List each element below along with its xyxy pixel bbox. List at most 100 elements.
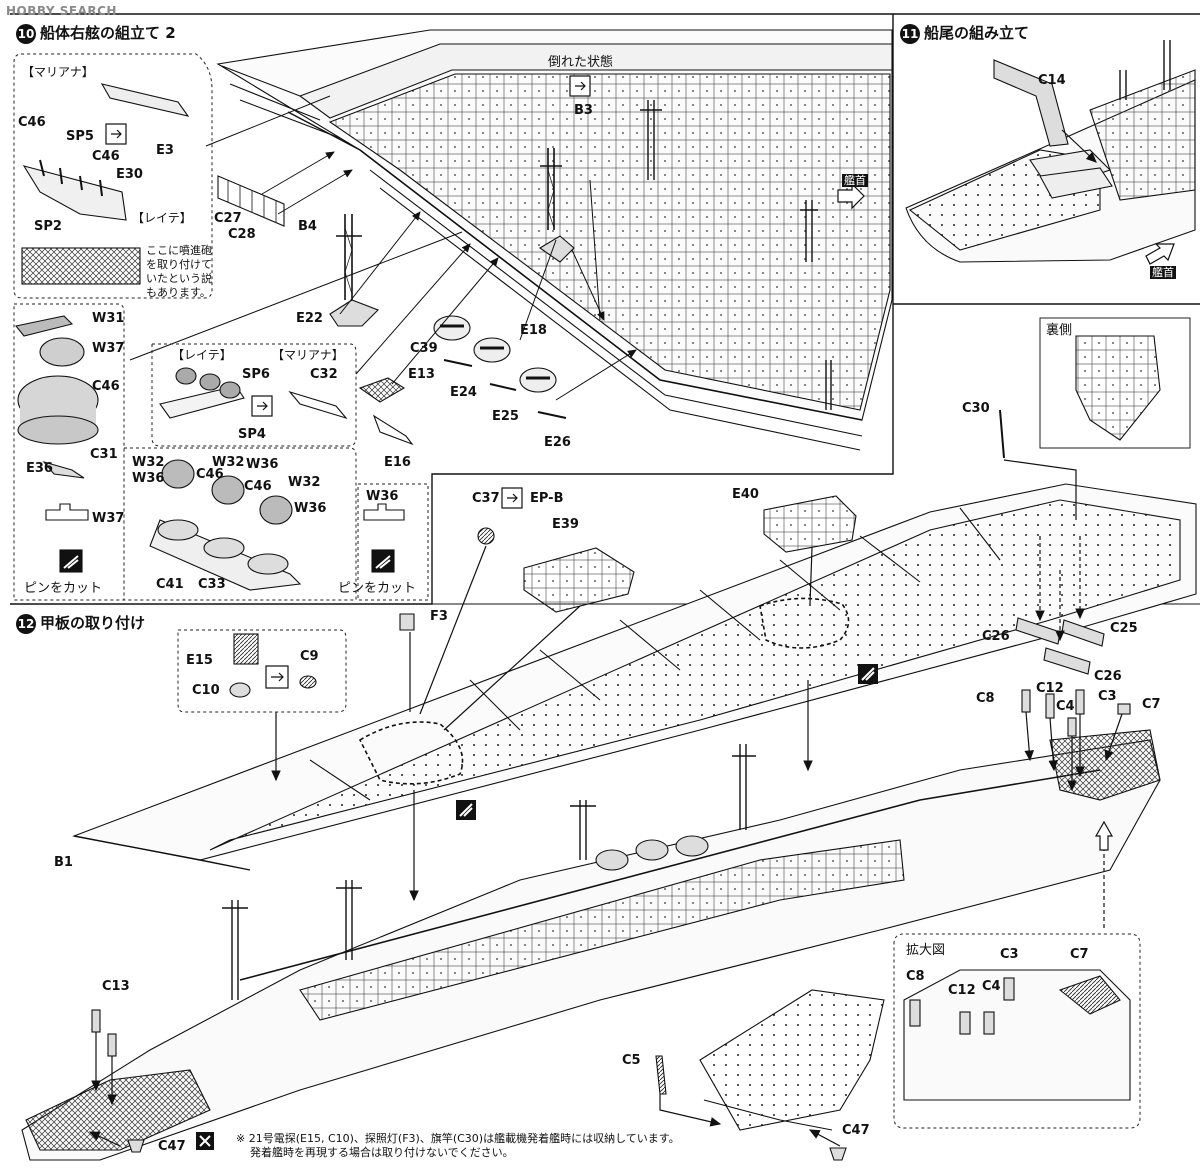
- variant-leyte-2: 【レイテ】: [172, 348, 232, 362]
- part-label-SP4: SP4: [238, 427, 266, 442]
- part-label-C3: C3: [1000, 947, 1019, 962]
- enlarged-view-label: 拡大図: [906, 943, 946, 958]
- part-label-W36: W36: [366, 489, 399, 504]
- step12-hull: [21, 335, 1197, 1161]
- dashed-subareas: [13, 53, 1191, 1129]
- step11-stern: [905, 40, 1196, 263]
- part-label-C8: C8: [906, 969, 925, 984]
- step12-cut-icons: [196, 664, 878, 1150]
- part-label-E39: E39: [552, 517, 579, 532]
- step11-arrows: [1061, 129, 1097, 163]
- step12-number: 12: [16, 613, 36, 634]
- footer-note-line-2: 発着艦時を再現する場合は取り付けないでください。: [250, 1146, 514, 1159]
- part-label-W36: W36: [246, 457, 279, 472]
- part-label-W36: W36: [132, 471, 165, 486]
- part-label-C25: C25: [1110, 621, 1138, 636]
- part-label-E24: E24: [450, 385, 477, 400]
- part-label-C47: C47: [842, 1123, 870, 1138]
- part-label-SP2: SP2: [34, 219, 62, 234]
- part-label-C8: C8: [976, 691, 995, 706]
- part-label-W32: W32: [288, 475, 321, 490]
- footer-note: ※ 21号電探(E15, C10)、探照灯(F3)、旗竿(C30)は艦載機発着艦…: [236, 1132, 680, 1160]
- part-label-B1: B1: [54, 855, 73, 870]
- part-label-C28: C28: [228, 227, 256, 242]
- variant-mariana: 【マリアナ】: [22, 65, 94, 79]
- part-label-C5: C5: [622, 1053, 641, 1068]
- mortar-note-line-3: いたという説: [146, 272, 212, 285]
- part-label-C27: C27: [214, 211, 242, 226]
- part-label-C32: C32: [310, 367, 338, 382]
- part-label-E36: E36: [26, 461, 53, 476]
- step11-number: 11: [900, 23, 920, 44]
- part-label-C14: C14: [1038, 73, 1066, 88]
- part-label-C46: C46: [244, 479, 272, 494]
- step10-number: 10: [16, 23, 36, 44]
- pin-cut-note-1: ピンをカット: [24, 581, 103, 596]
- part-label-C37: C37: [472, 491, 500, 506]
- mortar-note-line-2: を取り付けて: [146, 258, 212, 271]
- bow-direction-arrows: [837, 182, 1175, 265]
- part-label-C46: C46: [18, 115, 46, 130]
- part-label-W32: W32: [132, 455, 165, 470]
- part-label-W37: W37: [92, 511, 125, 526]
- step12-title-text: 甲板の取り付け: [40, 614, 146, 632]
- part-label-C12: C12: [1036, 681, 1064, 696]
- part-label-C46: C46: [196, 467, 224, 482]
- mortar-note-line-1: ここに噴進砲: [146, 244, 212, 257]
- part-label-C46: C46: [92, 379, 120, 394]
- fallen-state-note: 倒れた状態: [548, 55, 614, 70]
- part-label-C41: C41: [156, 577, 184, 592]
- part-label-W32: W32: [212, 455, 245, 470]
- part-label-W37: W37: [92, 341, 125, 356]
- part-label-E40: E40: [732, 487, 759, 502]
- part-label-E18: E18: [520, 323, 547, 338]
- part-label-C47: C47: [158, 1139, 186, 1154]
- pin-cut-note-2: ピンをカット: [338, 581, 417, 596]
- part-label-E15: E15: [186, 653, 213, 668]
- watermark: HOBBY SEARCH: [6, 4, 117, 18]
- part-label-E26: E26: [544, 435, 571, 450]
- part-label-W36: W36: [294, 501, 327, 516]
- part-label-E30: E30: [116, 167, 143, 182]
- enlarge-arrow: [1094, 820, 1114, 851]
- part-label-C4: C4: [1056, 699, 1075, 714]
- part-label-C13: C13: [102, 979, 130, 994]
- part-label-C31: C31: [90, 447, 118, 462]
- part-label-C33: C33: [198, 577, 226, 592]
- step11-title-text: 船尾の組み立て: [924, 24, 1030, 42]
- mortar-note-line-4: もあります。: [146, 286, 211, 299]
- reverse-side-label: 裏側: [1046, 323, 1073, 338]
- part-label-E13: E13: [408, 367, 435, 382]
- part-label-C9: C9: [300, 649, 319, 664]
- part-label-C12: C12: [948, 983, 976, 998]
- part-label-C7: C7: [1070, 947, 1089, 962]
- step10-arrows: [129, 95, 637, 401]
- part-label-C4: C4: [982, 979, 1001, 994]
- part-label-B3: B3: [574, 103, 593, 118]
- part-label-E25: E25: [492, 409, 519, 424]
- part-label-C26: C26: [1094, 669, 1122, 684]
- variant-leyte: 【レイテ】: [132, 211, 192, 225]
- part-label-E3: E3: [156, 143, 174, 158]
- part-label-W31: W31: [92, 311, 125, 326]
- part-label-SP5: SP5: [66, 129, 94, 144]
- part-label-SP6: SP6: [242, 367, 270, 382]
- part-label-C26: C26: [982, 629, 1010, 644]
- part-label-C46: C46: [92, 149, 120, 164]
- part-label-B4: B4: [298, 219, 317, 234]
- step12-arrows: [88, 459, 1123, 1147]
- part-label-E22: E22: [296, 311, 323, 326]
- part-label-C7: C7: [1142, 697, 1161, 712]
- assembly-icons: [105, 75, 591, 689]
- part-label-C39: C39: [410, 341, 438, 356]
- part-label-C10: C10: [192, 683, 220, 698]
- step10-hull: [15, 29, 893, 591]
- part-label-C30: C30: [962, 401, 990, 416]
- part-label-F3: F3: [430, 609, 448, 624]
- bow-label-2: 艦首: [1150, 266, 1176, 279]
- variant-mariana-2: 【マリアナ】: [272, 348, 344, 362]
- step10-title-text: 船体右舷の組立て 2: [40, 24, 176, 42]
